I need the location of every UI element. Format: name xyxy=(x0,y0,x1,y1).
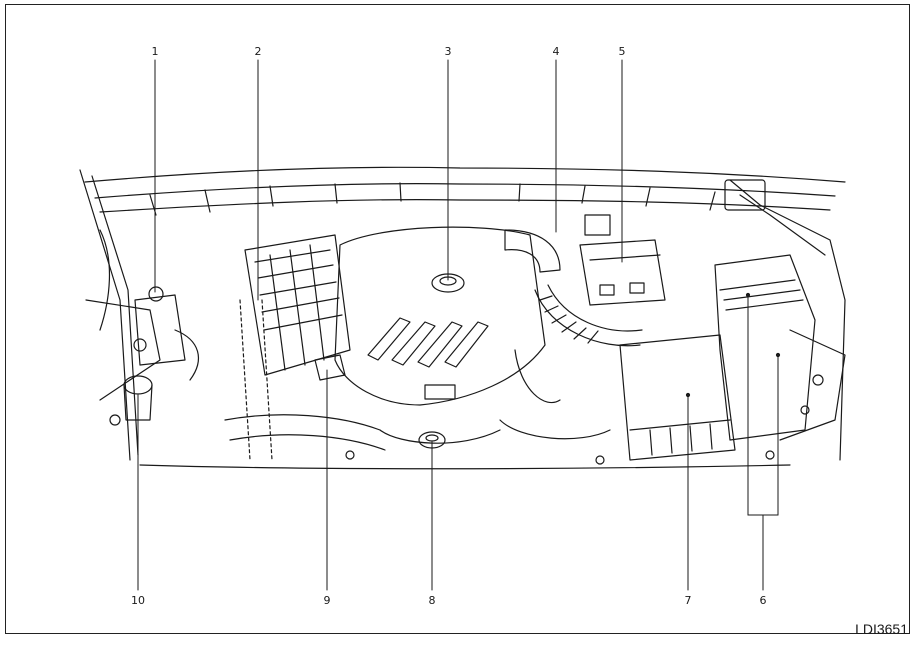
left-fender xyxy=(79,169,161,461)
callout-1: 1 xyxy=(151,45,159,58)
fuse-box xyxy=(714,254,816,441)
right-fender xyxy=(724,179,846,461)
callout-3: 3 xyxy=(444,45,452,58)
callout-5: 5 xyxy=(618,45,626,58)
battery xyxy=(579,214,666,306)
lower-bay xyxy=(139,419,791,470)
callout-4: 4 xyxy=(552,45,560,58)
intake-manifold xyxy=(239,234,351,461)
diagram-frame xyxy=(5,4,910,634)
callout-9: 9 xyxy=(323,594,331,607)
callout-7: 7 xyxy=(684,594,692,607)
callout-2: 2 xyxy=(254,45,262,58)
oil-filler-cap xyxy=(379,429,501,449)
air-cleaner-box xyxy=(619,334,736,461)
engine-cover xyxy=(334,226,546,406)
callout-8: 8 xyxy=(428,594,436,607)
air-intake-duct xyxy=(504,229,643,404)
callout-6: 6 xyxy=(759,594,767,607)
leader-lines xyxy=(137,59,781,591)
hood-cowl xyxy=(84,166,846,216)
callout-10: 10 xyxy=(131,594,145,607)
figure-id: LDI3651 xyxy=(855,621,908,637)
coolant-reservoir xyxy=(134,286,199,381)
dipstick-area xyxy=(224,354,386,451)
